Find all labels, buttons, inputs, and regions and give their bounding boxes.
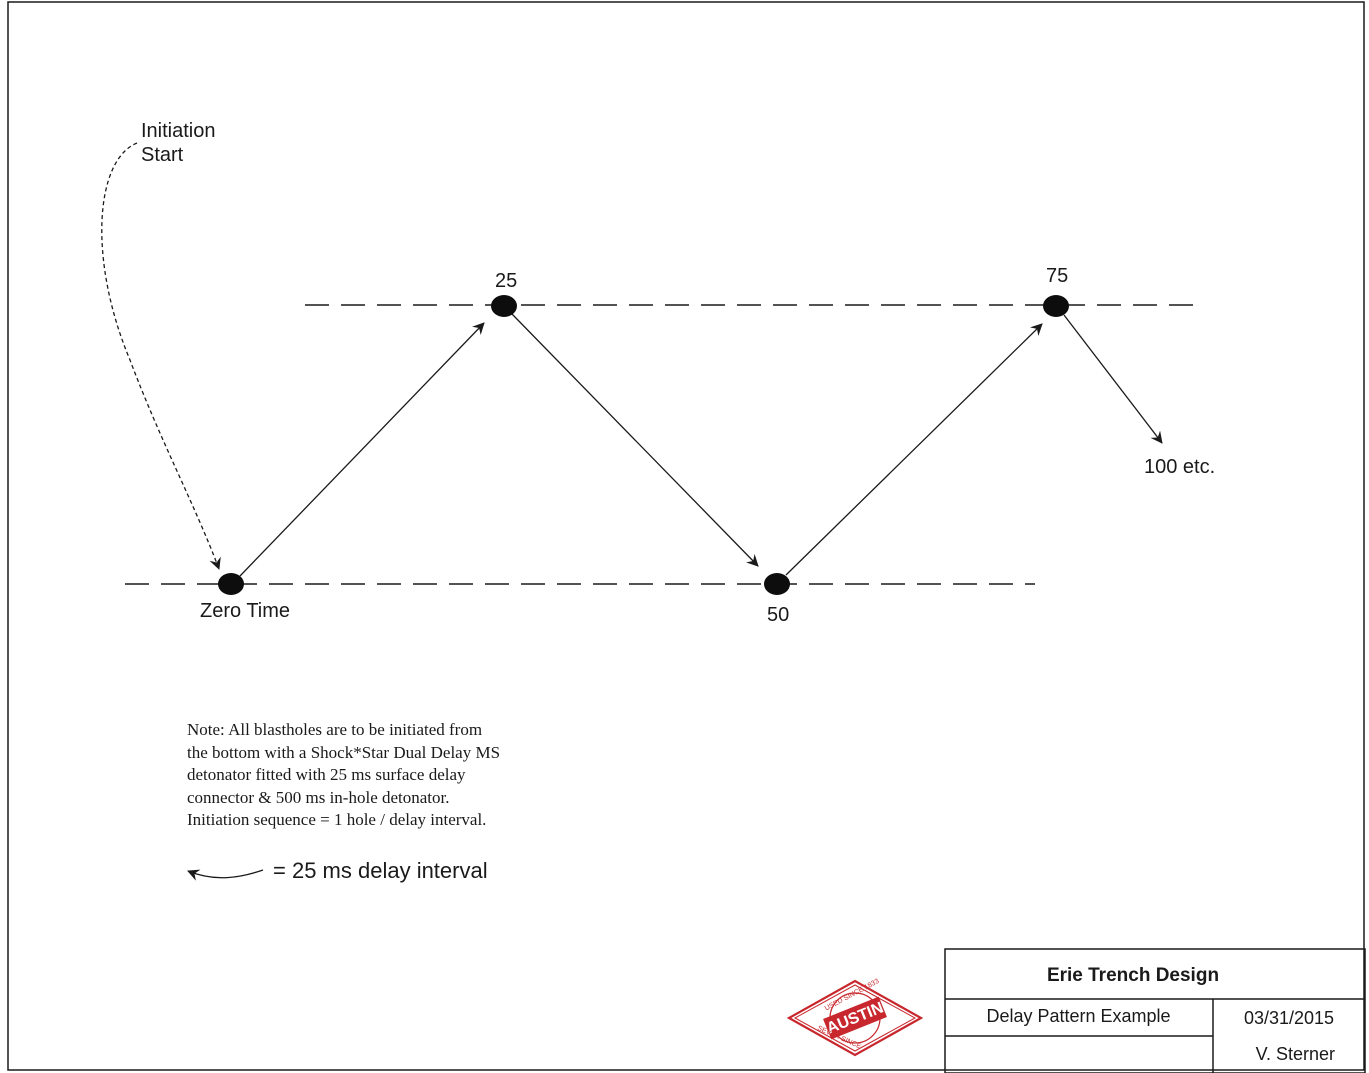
drawing-author: V. Sterner [1255,1044,1335,1064]
note-line: detonator fitted with 25 ms surface dela… [187,765,466,784]
blasthole-25 [491,295,517,317]
delay-arrow-75-to-100 [1063,314,1163,444]
zero-time-label: Zero Time [200,600,291,622]
title-block-grid [944,948,1366,1073]
legend-arrow-icon [187,869,264,881]
title-block: Erie Trench Design Delay Pattern Example… [945,949,1365,1073]
austin-logo: AUSTIN USED SINCE 1833 SEVER SINCE [786,978,924,1057]
project-title: Erie Trench Design [1046,965,1220,986]
blasthole-75 [1043,295,1069,317]
delay-arrow-zero-to-25 [239,322,485,577]
note-line: Initiation sequence = 1 hole / delay int… [187,810,487,829]
delay-arrow-25-to-50 [511,313,759,567]
hole-25-label: 25 [495,270,518,292]
blasting-note: Note: All blastholes are to be initiated… [187,719,567,832]
blasthole-zero [218,573,244,595]
delay-arrow-50-to-75 [785,323,1043,576]
legend-text: = 25 ms delay interval [273,858,488,883]
note-line: the bottom with a Shock*Star Dual Delay … [187,742,501,762]
note-line: connector & 500 ms in-hole detonator. [187,787,450,807]
drawing-date: 03/31/2015 [1243,1008,1335,1028]
hole-50-label: 50 [767,604,790,626]
initiation-label-line1: Initiation [141,120,216,142]
drawing-name: Delay Pattern Example [986,1006,1171,1026]
page-border [7,1,1365,1071]
initiation-label-line2: Start [141,144,184,166]
initiation-start-curve [101,142,221,570]
hole-75-label: 75 [1046,265,1069,287]
blasthole-50 [764,573,790,595]
next-delay-label: 100 etc. [1144,456,1216,478]
note-line: Note: All blastholes are to be initiated… [187,720,483,739]
